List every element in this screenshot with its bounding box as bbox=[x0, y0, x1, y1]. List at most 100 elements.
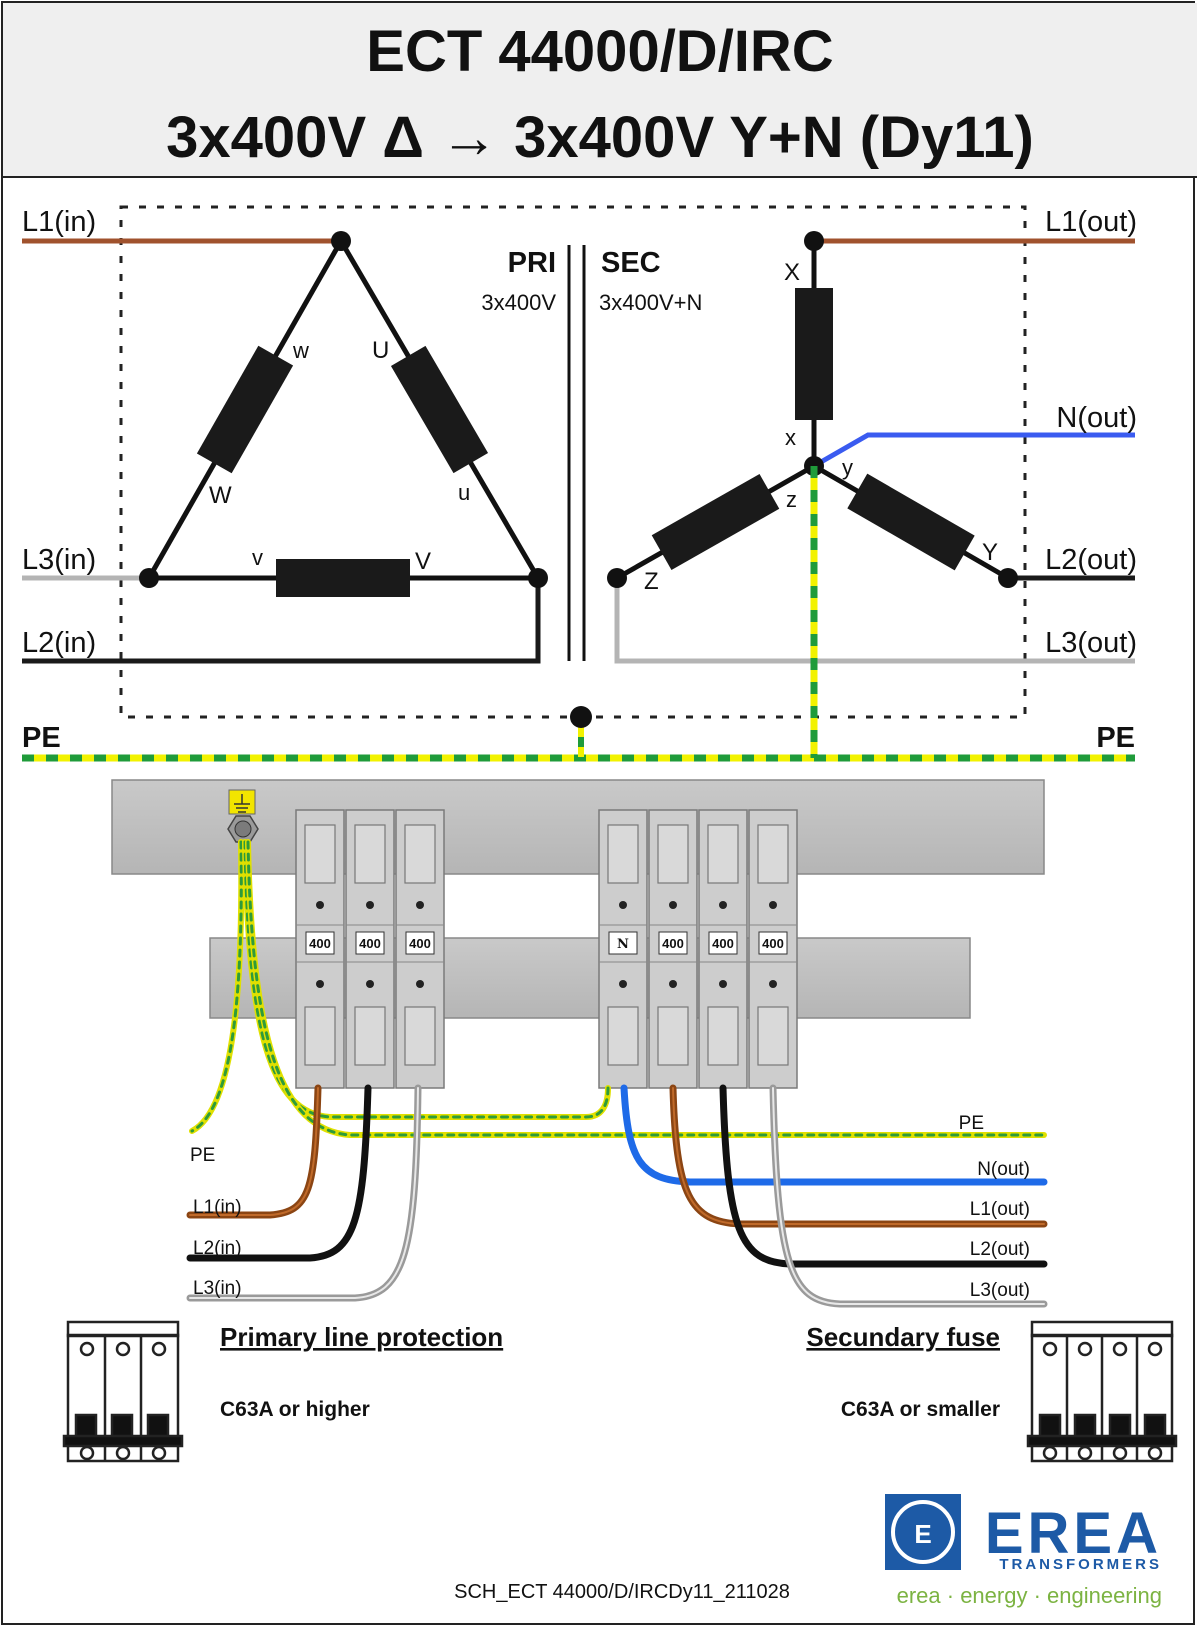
protection-section: Primary line protection C63A or higher S… bbox=[62, 1320, 1178, 1463]
winding-coil-vV bbox=[276, 559, 410, 597]
logo-monogram: E bbox=[914, 1519, 931, 1549]
fuse-screw-top bbox=[416, 901, 424, 909]
label-n-out: N(out) bbox=[1056, 402, 1137, 434]
winding-coil-wW bbox=[196, 345, 294, 474]
breaker-4pole-icon bbox=[1026, 1320, 1178, 1463]
wire-pe-in-stripe bbox=[190, 840, 243, 1133]
node-delta-right bbox=[528, 568, 548, 588]
label-pri: PRI bbox=[508, 247, 556, 279]
terminal-V-upper: V bbox=[415, 548, 431, 575]
logo-tagline: erea · energy · engineering bbox=[897, 1583, 1162, 1608]
n-out-line bbox=[812, 432, 1135, 469]
node-delta-top bbox=[331, 231, 351, 251]
schematic: L1(in) L3(in) L2(in) L1(out) N(out) L2(o… bbox=[22, 205, 1137, 762]
l3-out-line bbox=[614, 578, 1135, 664]
label-l2-in: L2(in) bbox=[22, 627, 96, 659]
label-l2-out: L2(out) bbox=[1045, 544, 1137, 576]
fuse-screw-bottom bbox=[416, 980, 424, 988]
terminal-z-lower: z bbox=[786, 487, 797, 512]
logo-badge bbox=[885, 1494, 961, 1570]
node-core-earth bbox=[570, 706, 592, 728]
fuse-window-bottom bbox=[757, 1006, 789, 1066]
fuse-holder: 400 bbox=[295, 809, 345, 1089]
title-block: ECT 44000/D/IRC 3x400V Δ → 3x400V Y+N (D… bbox=[3, 3, 1197, 178]
fuse-screw-bottom bbox=[719, 980, 727, 988]
wire-pe-neutral-link-stripe bbox=[243, 840, 610, 1119]
din-rail-upper bbox=[111, 779, 1045, 875]
fuse-window-top bbox=[707, 824, 739, 884]
fuse-label-plate bbox=[658, 931, 688, 955]
terminal-X-upper: X bbox=[784, 259, 800, 286]
fuse-window-bottom bbox=[607, 1006, 639, 1066]
fuse-holder: 400 bbox=[395, 809, 445, 1089]
node-star-z bbox=[607, 568, 627, 588]
logo-subtitle: TRANSFORMERS bbox=[999, 1556, 1162, 1573]
title-connection: 3x400V Δ → 3x400V Y+N (Dy11) bbox=[166, 105, 1034, 170]
fuse-holder: N bbox=[598, 809, 648, 1089]
terminal-v-lower: v bbox=[252, 545, 263, 570]
wire-l3-in-highlight bbox=[189, 1087, 419, 1299]
fuse-rating-label: N bbox=[617, 937, 629, 952]
label-pri-voltage: 3x400V bbox=[481, 290, 556, 315]
fuse-window-bottom bbox=[707, 1006, 739, 1066]
node-star-y bbox=[998, 568, 1018, 588]
fuse-screw-top bbox=[769, 901, 777, 909]
fuse-screw-top bbox=[316, 901, 324, 909]
fuse-window-bottom bbox=[657, 1006, 689, 1066]
terminal-y-lower: y bbox=[842, 455, 853, 480]
wire-label-l2-out: L2(out) bbox=[970, 1239, 1030, 1260]
wire-pe-out-stripe bbox=[246, 840, 1046, 1137]
earth-bolt-head bbox=[234, 820, 252, 838]
l2-in-line bbox=[22, 578, 541, 664]
star-secondary bbox=[607, 231, 1135, 664]
terminal-U-upper: U bbox=[372, 337, 389, 364]
breaker-3pole-icon bbox=[62, 1320, 184, 1463]
fuse-label-plate bbox=[608, 931, 638, 955]
fuse-window-top bbox=[607, 824, 639, 884]
secondary-fuse-title: Secundary fuse bbox=[806, 1322, 1000, 1352]
drawing-id: SCH_ECT 44000/D/IRCDy11_211028 bbox=[454, 1581, 790, 1603]
wire-label-l3-in: L3(in) bbox=[193, 1278, 242, 1299]
label-l1-in: L1(in) bbox=[22, 206, 96, 238]
wire-label-l2-in: L2(in) bbox=[193, 1238, 242, 1259]
pe-bus bbox=[22, 466, 1135, 762]
enclosure-outline bbox=[119, 205, 1027, 719]
label-l1-out: L1(out) bbox=[1045, 206, 1137, 238]
title-model: ECT 44000/D/IRC bbox=[366, 19, 834, 84]
fuse-holder: 400 bbox=[748, 809, 798, 1089]
wire-label-n-out: N(out) bbox=[977, 1159, 1030, 1180]
node-delta-left bbox=[139, 568, 159, 588]
wire-l1-in-highlight bbox=[189, 1087, 319, 1216]
wire-label-l1-out: L1(out) bbox=[970, 1199, 1030, 1220]
wire-label-l3-out: L3(out) bbox=[970, 1280, 1030, 1301]
fuse-label-plate bbox=[305, 931, 335, 955]
label-sec: SEC bbox=[601, 247, 661, 279]
fuse-holder: 400 bbox=[345, 809, 395, 1089]
primary-protection-rating: C63A or higher bbox=[220, 1398, 370, 1421]
fuse-rating-label: 400 bbox=[662, 936, 684, 951]
fuse-window-bottom bbox=[354, 1006, 386, 1066]
wire-label-pe-in: PE bbox=[190, 1145, 215, 1166]
fuse-screw-bottom bbox=[316, 980, 324, 988]
winding-coil-Xx bbox=[795, 288, 833, 420]
label-pe-right: PE bbox=[1096, 722, 1135, 754]
fuse-rating-label: 400 bbox=[359, 936, 381, 951]
fuse-screw-top bbox=[719, 901, 727, 909]
erea-logo: E EREA TRANSFORMERS erea · energy · engi… bbox=[885, 1494, 1162, 1608]
wiring bbox=[186, 839, 1048, 1308]
fuse-holders: 400 400 400 N 400 400 400 bbox=[295, 809, 798, 1089]
winding-coil-Zz bbox=[651, 473, 780, 571]
fuse-screw-top bbox=[619, 901, 627, 909]
wire-l2-in bbox=[186, 1084, 372, 1262]
fuse-screw-bottom bbox=[769, 980, 777, 988]
terminal-Y-upper: Y bbox=[982, 539, 998, 566]
fuse-rating-label: 400 bbox=[712, 936, 734, 951]
fuse-window-top bbox=[757, 824, 789, 884]
fuse-rating-label: 400 bbox=[409, 936, 431, 951]
wire-label-l1-in: L1(in) bbox=[193, 1197, 242, 1218]
terminal-w-lower: w bbox=[292, 338, 309, 363]
fuse-label-plate bbox=[758, 931, 788, 955]
logo-name: EREA bbox=[985, 1501, 1162, 1566]
label-l3-out: L3(out) bbox=[1045, 627, 1137, 659]
